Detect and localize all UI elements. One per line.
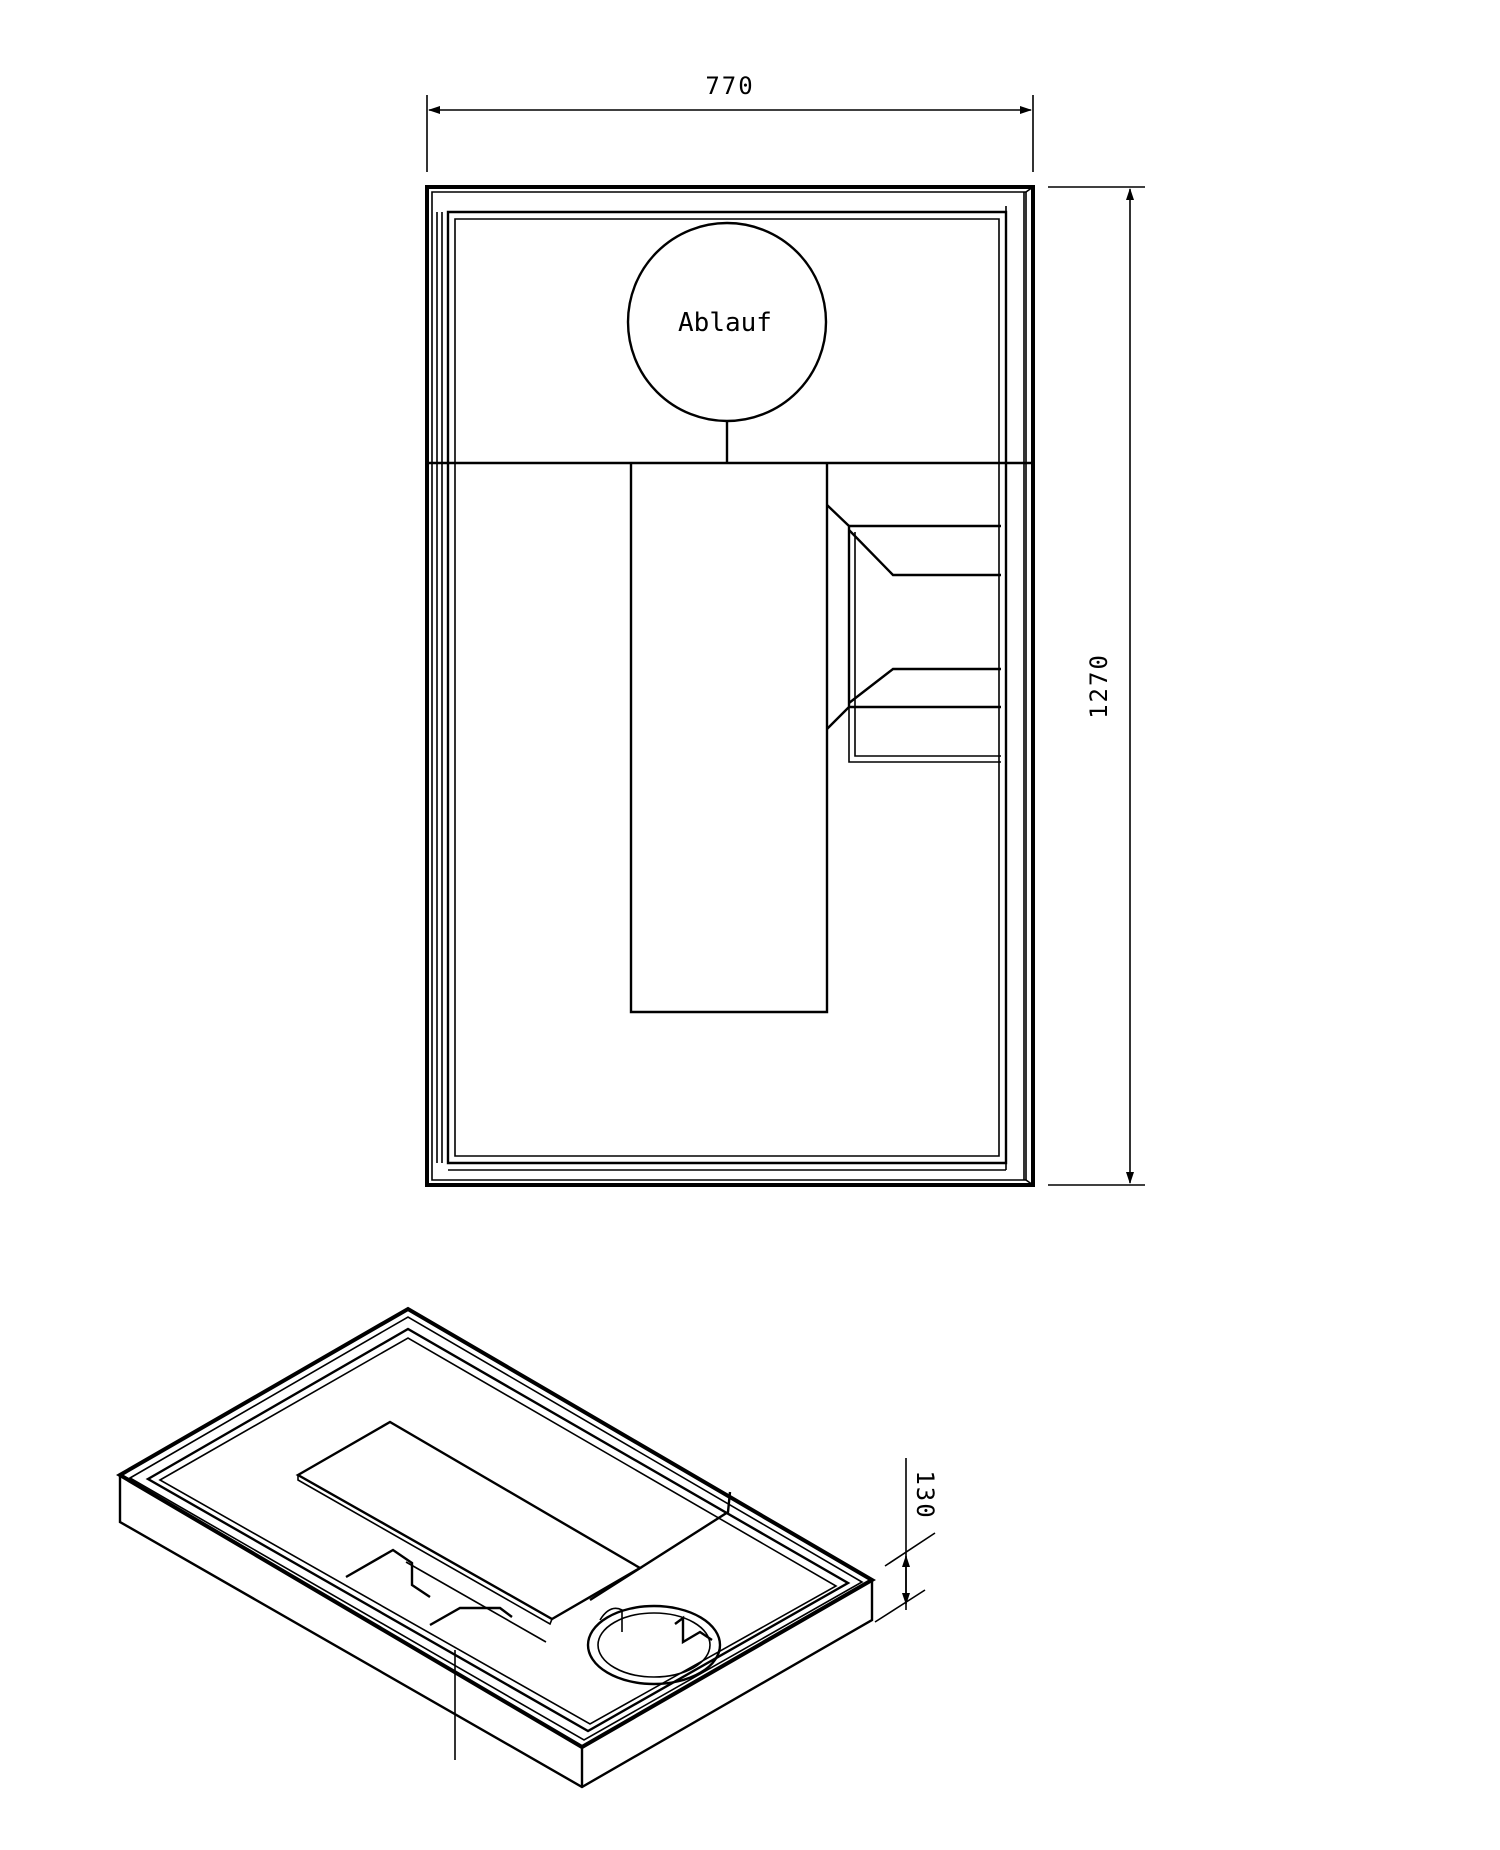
- iso-steps: [345, 1548, 547, 1643]
- tray-basin-floor: [454, 218, 1000, 1157]
- center-panel: [629, 463, 829, 1014]
- height-extension-bottom: [874, 1589, 926, 1623]
- height-dimension-label: 130: [911, 1470, 939, 1519]
- iso-drain-outer: [586, 1604, 722, 1686]
- width-dimension: 770: [426, 72, 1034, 172]
- top-view: 770 1270 Ablauf: [425, 72, 1145, 1187]
- length-dimension-label: 1270: [1085, 653, 1113, 719]
- iso-rim-middle: [128, 1316, 864, 1741]
- drain-label: Ablauf: [678, 308, 772, 338]
- iso-basin-floor: [158, 1337, 838, 1725]
- step-base: [848, 526, 1001, 763]
- tray-rim-inner-line: [431, 191, 1027, 1181]
- iso-drain-notch: [674, 1615, 713, 1645]
- iso-split-line: [589, 1491, 732, 1602]
- height-extension-top: [884, 1532, 936, 1567]
- step-base-inner: [854, 532, 1001, 757]
- step-upper-tread: [848, 529, 1001, 577]
- tray-rim-corner-lines: [1025, 186, 1034, 1186]
- iso-basin-edge: [145, 1327, 851, 1733]
- side-step: [826, 504, 1001, 763]
- tray-basin-edge: [446, 210, 1008, 1165]
- iso-base-edge: [119, 1521, 583, 1788]
- drain: Ablauf: [626, 221, 828, 463]
- tray-left-bevel: [436, 212, 443, 1163]
- height-dimension: 130: [874, 1458, 939, 1623]
- step-lower-tread: [848, 667, 1001, 704]
- width-dimension-label: 770: [705, 72, 754, 100]
- step-edges: [849, 524, 1001, 709]
- iso-view: 130: [116, 1306, 939, 1789]
- iso-drain: [586, 1604, 722, 1686]
- iso-drain-cut-left: [599, 1607, 623, 1632]
- iso-panel-edge: [297, 1475, 553, 1626]
- iso-step-rail: [405, 1561, 547, 1643]
- tray-bottom-bevel: [448, 206, 1007, 1171]
- iso-panel-top: [295, 1420, 643, 1621]
- iso-step-upper: [345, 1548, 431, 1598]
- iso-drain-inner: [597, 1612, 711, 1678]
- iso-step-lower: [429, 1606, 513, 1627]
- step-front-face: [826, 504, 851, 730]
- length-dimension: 1270: [1048, 186, 1145, 1186]
- tray-outline: [425, 185, 1035, 1187]
